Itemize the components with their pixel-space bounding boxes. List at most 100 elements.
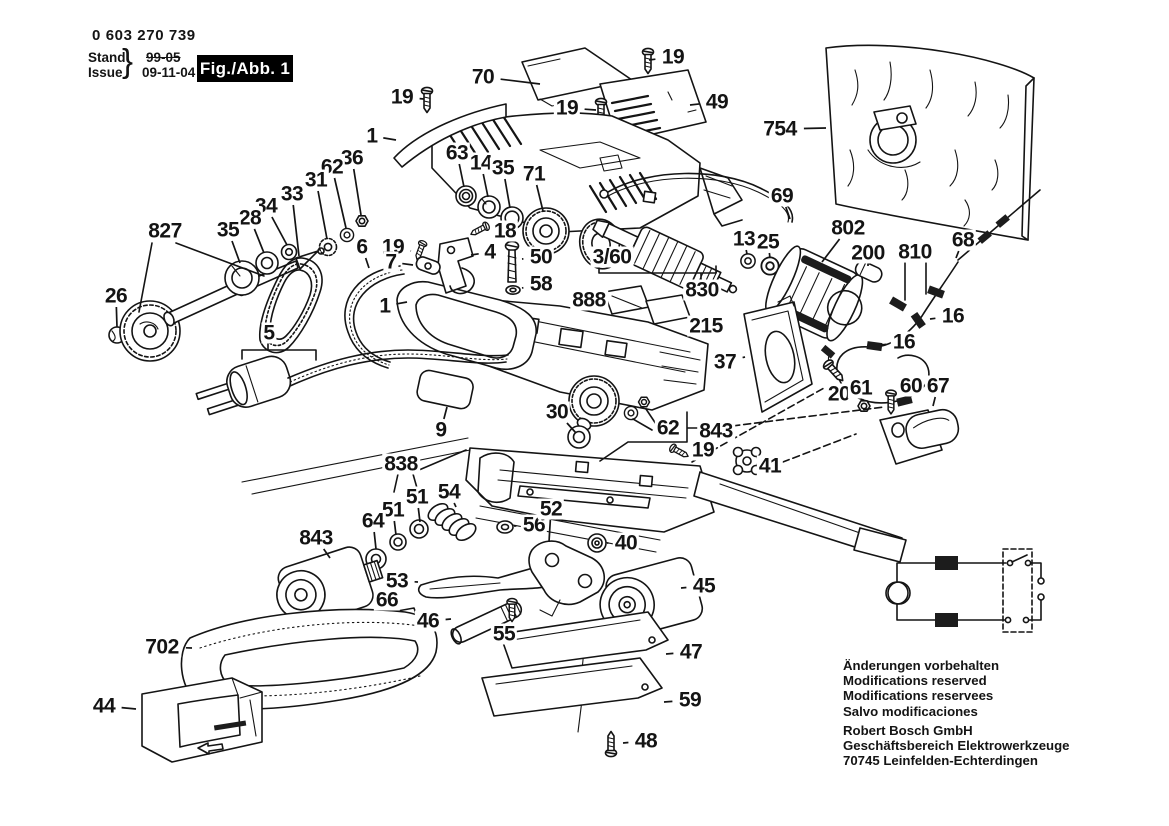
part-label-58: 58 [527, 272, 555, 296]
part-label-41: 41 [756, 454, 784, 478]
part-label-19: 19 [659, 45, 687, 69]
knob-67 [879, 408, 960, 465]
leader-line-4 [470, 252, 479, 256]
leader-line-54 [453, 502, 457, 508]
front-roller-843 [276, 546, 384, 628]
part-label-48: 48 [632, 729, 660, 753]
part-label-843: 843 [697, 419, 735, 443]
leader-line-7 [402, 262, 414, 266]
part-label-37: 37 [711, 350, 739, 374]
part-label-52: 52 [537, 497, 565, 521]
part-label-44: 44 [90, 694, 118, 718]
leader-line-31 [317, 190, 328, 240]
part-label-35: 35 [214, 218, 242, 242]
leader-line-35 [504, 178, 511, 209]
footer-line: Modifications reservees [843, 688, 994, 704]
footer-line: Geschäftsbereich Elektrowerkzeuge [843, 738, 1070, 754]
part-label-35: 35 [489, 156, 517, 180]
part-label-16: 16 [939, 304, 967, 328]
chassis-frame [241, 437, 907, 563]
leader-line-71 [535, 184, 544, 212]
part-label-66: 66 [373, 588, 401, 612]
leader-line-35 [231, 240, 241, 264]
stand-value: 99-05 [146, 50, 181, 65]
screw-50 [504, 240, 521, 295]
part-label-3/60: 3/60 [590, 245, 634, 269]
part-label-70: 70 [469, 65, 497, 89]
part-label-19: 19 [689, 438, 717, 462]
footer-line: Robert Bosch GmbH [843, 722, 973, 738]
part-label-13: 13 [730, 227, 758, 251]
issue-value: 09-11-04 [142, 65, 196, 80]
part-label-54: 54 [435, 480, 463, 504]
part-label-40: 40 [612, 531, 640, 555]
stand-label: Stand [88, 50, 126, 65]
part-label-56: 56 [520, 513, 548, 537]
part-label-754: 754 [761, 117, 799, 141]
leader-line-802 [821, 238, 841, 263]
leader-line-9 [443, 406, 448, 420]
part-label-1: 1 [364, 124, 380, 148]
part-label-7: 7 [383, 250, 399, 274]
leader-line-69 [785, 206, 791, 220]
part-label-30: 30 [543, 400, 571, 424]
lever-bracket-4 [437, 237, 475, 295]
leader-line-1 [396, 301, 408, 305]
part-label-71: 71 [520, 162, 548, 186]
base-plates [481, 611, 669, 733]
front-cover-1 [393, 103, 507, 168]
leader-line-19 [648, 58, 656, 61]
leader-line-59 [663, 700, 673, 703]
leader-line-68 [955, 250, 960, 259]
frame-44 [141, 677, 263, 763]
part-label-843: 843 [297, 526, 335, 550]
brace-glyph: } [122, 42, 134, 79]
part-label-33: 33 [278, 182, 306, 206]
leader-line-19 [584, 108, 597, 111]
part-label-702: 702 [143, 635, 181, 659]
part-label-19: 19 [388, 85, 416, 109]
leader-line-843 [323, 548, 331, 559]
part-label-60: 60 [897, 374, 925, 398]
leader-line-64 [373, 531, 377, 550]
document-number: 0 603 270 739 [92, 27, 196, 44]
drive-gear-30 [567, 375, 620, 449]
footer-line: Änderungen vorbehalten [843, 658, 1000, 673]
part-label-50: 50 [527, 245, 555, 269]
part-label-18: 18 [491, 219, 519, 243]
leader-line-49 [689, 103, 700, 106]
leader-line-1 [383, 137, 397, 141]
part-label-45: 45 [690, 574, 718, 598]
leader-line-67 [932, 396, 937, 407]
part-label-55: 55 [490, 622, 518, 646]
part-label-9: 9 [433, 418, 449, 442]
leader-line-30 [566, 422, 577, 434]
leader-line-62 [333, 177, 347, 229]
part-label-20: 20 [825, 382, 853, 406]
field-wire-69 [599, 172, 794, 223]
plate-9 [416, 369, 474, 410]
part-label-61: 61 [847, 376, 875, 400]
tool-body [396, 280, 709, 411]
leader-line-14 [482, 173, 489, 198]
part-label-69: 69 [768, 184, 796, 208]
leader-line-70 [500, 78, 541, 85]
leader-line-52 [548, 519, 552, 543]
part-label-14: 14 [467, 151, 495, 175]
leader-line-37 [742, 356, 746, 359]
leader-line-6 [364, 257, 370, 269]
part-label-830: 830 [683, 278, 721, 302]
bell-crank-52 [528, 540, 605, 617]
part-label-4: 4 [482, 240, 498, 264]
spring-54 [427, 502, 477, 542]
part-label-200: 200 [849, 241, 887, 265]
part-label-25: 25 [754, 230, 782, 254]
part-label-827: 827 [146, 219, 184, 243]
leader-line-16 [880, 343, 887, 346]
part-label-31: 31 [302, 168, 330, 192]
part-label-1: 1 [377, 294, 393, 318]
power-cord-5 [195, 349, 509, 416]
